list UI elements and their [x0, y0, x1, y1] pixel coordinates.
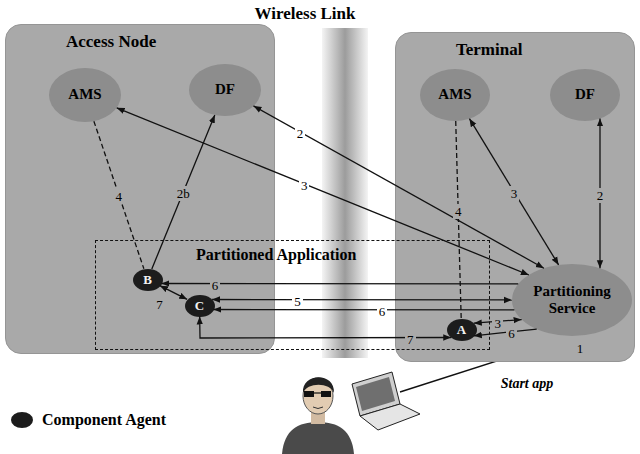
node-label: AMS — [438, 86, 471, 103]
edge-label-anchor: 4 — [453, 202, 464, 220]
edge-label-anchor: 4 — [114, 187, 125, 205]
box-heading: Partitioned Application — [196, 246, 356, 264]
callout-number: 3 — [509, 186, 520, 201]
ellipse-outline — [550, 69, 620, 121]
connector — [213, 309, 514, 311]
service-ellipse: AMS — [49, 68, 121, 122]
box-heading: Wireless Link — [255, 4, 356, 24]
service-ellipse: AMS — [420, 69, 490, 121]
service-ellipse: DF — [550, 69, 620, 121]
laptop-icon — [352, 372, 420, 430]
callout-number: 3 — [492, 316, 503, 331]
legend-text: Component Agent — [40, 411, 168, 429]
edge-label-anchor: 2 — [295, 124, 306, 142]
connector — [152, 115, 215, 269]
edge-label-anchor: 7 — [405, 330, 416, 348]
callout-number: 6 — [210, 278, 221, 293]
node-label: AMS — [68, 86, 101, 103]
edge-label-anchor: 6 — [506, 324, 517, 342]
node-label: DF — [215, 81, 235, 98]
edge-label-anchor: 7 — [154, 295, 165, 313]
callout-number: 6 — [377, 304, 388, 319]
access-node-box: Access NodeAMS DF — [5, 24, 275, 354]
callout-number: 1 — [575, 341, 586, 356]
ellipse-outline — [189, 64, 261, 116]
legend-sample — [11, 412, 33, 428]
callout-number: 5 — [292, 294, 303, 309]
ellipse-outline — [133, 269, 163, 291]
callout-number: 7 — [154, 297, 165, 312]
wireless-link-band: Wireless Link — [322, 28, 368, 358]
connector — [253, 106, 543, 268]
annotation-text: Start app — [499, 376, 556, 392]
edge-label-anchor: 2 — [595, 186, 606, 204]
legend-entry: Component Agent — [40, 411, 168, 429]
node-label: A — [457, 323, 466, 336]
connector — [94, 121, 144, 269]
component-agent: C — [185, 295, 215, 317]
ellipse-outline — [447, 319, 477, 341]
label-anchor: Start app — [499, 374, 556, 392]
edge-label-anchor: 3 — [299, 176, 310, 194]
edge-label-anchor: 6 — [377, 302, 388, 320]
connector — [212, 299, 512, 301]
edge-label-anchor: 3 — [509, 184, 520, 202]
node-label: C — [195, 299, 204, 312]
connector — [456, 121, 461, 319]
connector — [469, 119, 558, 265]
service-ellipse: DF — [189, 64, 261, 116]
partitioning-service-ellipse: Partitioning Service — [512, 264, 632, 336]
node-label: Partitioning Service — [526, 283, 618, 318]
ellipse-outline — [49, 68, 121, 122]
callout-number: 2 — [595, 188, 606, 203]
node-label: B — [143, 273, 152, 286]
callout-number: 6 — [506, 326, 517, 341]
box-heading: Access Node — [66, 32, 156, 52]
ellipse-outline — [512, 264, 632, 336]
box-heading: Terminal — [456, 40, 522, 60]
person-figure — [282, 377, 354, 454]
connector — [117, 108, 529, 275]
callout-number: 4 — [453, 204, 464, 219]
ellipse-outline — [185, 295, 215, 317]
callout-number: 2b — [175, 186, 192, 201]
ellipse-outline — [420, 69, 490, 121]
edge-label-anchor: 3 — [492, 314, 503, 332]
edge-label-anchor: 5 — [292, 292, 303, 310]
edge-label-anchor: 6 — [210, 276, 221, 294]
label-anchor: 1 — [575, 339, 586, 357]
component-agent: A — [447, 319, 477, 341]
callout-number: 2 — [295, 126, 306, 141]
callout-number: 7 — [405, 332, 416, 347]
component-agent: B — [133, 269, 163, 291]
node-label: DF — [575, 86, 595, 103]
connector — [474, 329, 537, 336]
callout-number: 3 — [299, 178, 310, 193]
callout-number: 4 — [114, 189, 125, 204]
edge-label-anchor: 2b — [175, 184, 192, 202]
